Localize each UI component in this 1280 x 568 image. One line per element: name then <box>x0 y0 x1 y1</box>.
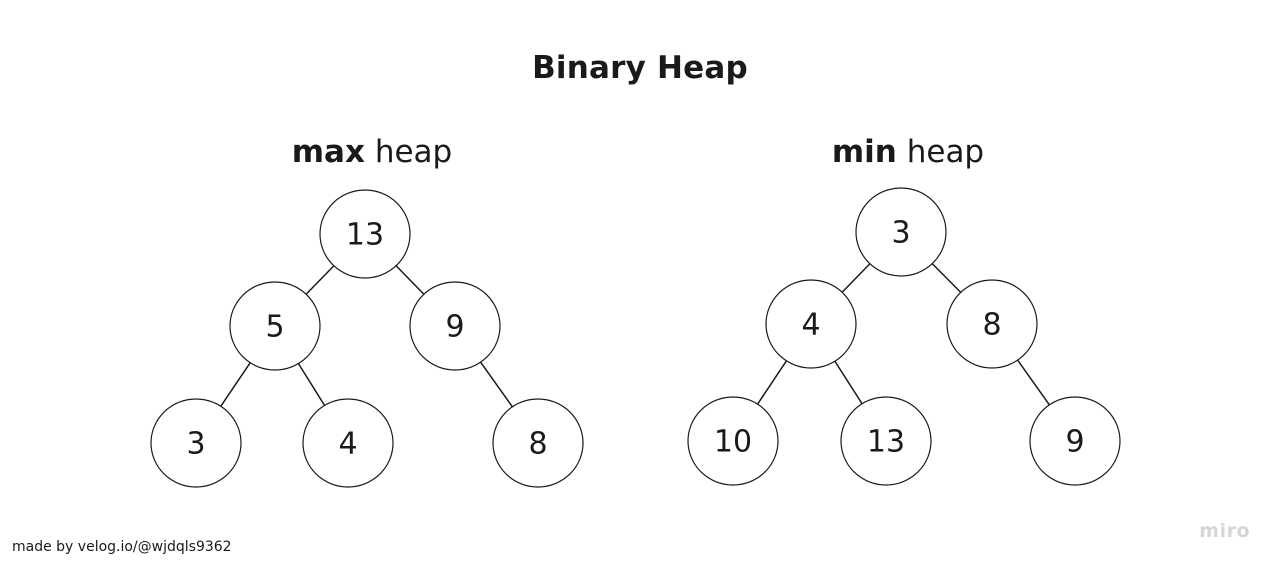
min-heap-node-circle <box>765 279 857 369</box>
max-heap-edge <box>296 361 327 408</box>
min-heap-node-circle <box>687 396 779 486</box>
min-heap-node-label: 10 <box>714 425 752 460</box>
max-heap-node-label: 13 <box>346 218 384 253</box>
max-heap-node-label: 8 <box>528 427 547 462</box>
max-heap-node-circle <box>150 398 242 488</box>
max-heap-node: 5 <box>229 281 321 371</box>
min-heap-node: 8 <box>946 279 1038 369</box>
min-heap-tree: 3 4 8 10 13 9 <box>687 187 1121 486</box>
min-heap-node: 13 <box>840 396 932 486</box>
max-heap-node-circle <box>319 189 411 279</box>
max-heap-node: 4 <box>302 398 394 488</box>
min-heap-title-rest: heap <box>906 134 985 170</box>
max-heap-node-label: 4 <box>338 427 357 462</box>
max-heap-node-circle <box>302 398 394 488</box>
credit-text: made by velog.io/@wjdqls9362 <box>12 539 232 555</box>
max-heap-node: 8 <box>492 398 584 488</box>
max-heap-edge <box>478 359 515 410</box>
max-heap-tree: 13 5 9 3 4 8 <box>150 189 584 488</box>
max-heap-node-label: 5 <box>265 310 284 345</box>
max-heap-title: max heap <box>272 134 472 170</box>
min-heap-node-label: 8 <box>982 308 1001 343</box>
max-heap-node: 13 <box>319 189 411 279</box>
min-heap-node: 9 <box>1029 396 1121 486</box>
max-heap-node-circle <box>492 398 584 488</box>
min-heap-edge <box>755 358 789 407</box>
max-heap-edge <box>393 263 427 297</box>
max-heap-title-rest: heap <box>374 134 453 170</box>
min-heap-title: min heap <box>808 134 1008 170</box>
max-heap-node: 3 <box>150 398 242 488</box>
min-heap-node-circle <box>946 279 1038 369</box>
min-heap-node-label: 9 <box>1065 425 1084 460</box>
min-heap-node: 10 <box>687 396 779 486</box>
min-heap-edge <box>839 261 873 295</box>
max-heap-node-label: 9 <box>445 310 464 345</box>
min-heap-node-label: 4 <box>801 308 820 343</box>
max-heap-node: 9 <box>409 281 501 371</box>
max-heap-node-circle <box>409 281 501 371</box>
max-heap-edge <box>303 263 337 297</box>
min-heap-node-circle <box>855 187 947 277</box>
min-heap-title-bold: min <box>831 134 897 170</box>
min-heap-node: 3 <box>855 187 947 277</box>
min-heap-node: 4 <box>765 279 857 369</box>
min-heap-edge <box>929 261 964 295</box>
max-heap-title-bold: max <box>291 134 365 170</box>
min-heap-node-label: 13 <box>867 425 905 460</box>
miro-watermark: miro <box>1199 520 1250 542</box>
min-heap-node-label: 3 <box>891 216 910 251</box>
min-heap-edge <box>1015 357 1052 408</box>
max-heap-node-circle <box>229 281 321 371</box>
min-heap-edge <box>833 358 864 407</box>
min-heap-node-circle <box>1029 396 1121 486</box>
min-heap-node-circle <box>840 396 932 486</box>
max-heap-edge <box>218 360 253 409</box>
diagram-title: Binary Heap <box>532 50 748 86</box>
max-heap-node-label: 3 <box>186 427 205 462</box>
